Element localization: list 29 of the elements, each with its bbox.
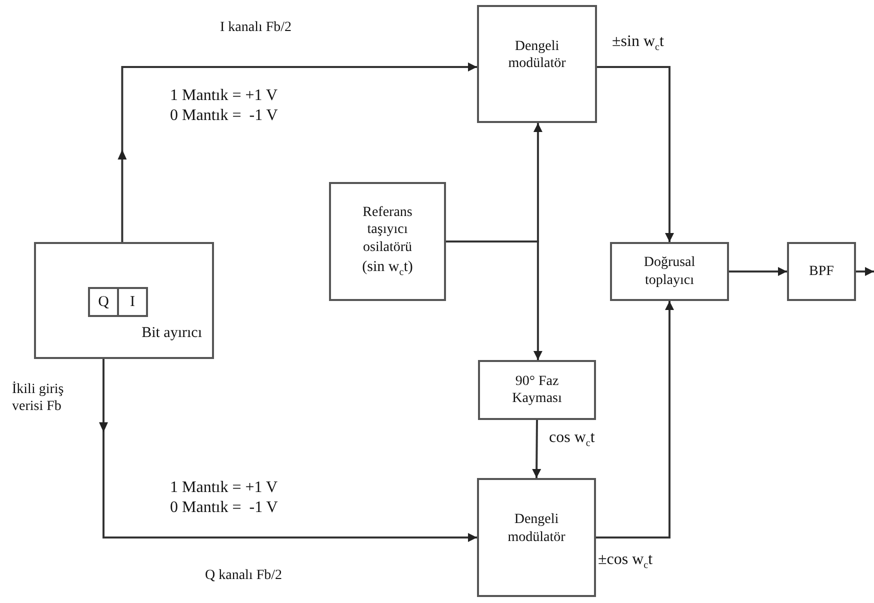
signal-label: ±cos w$_{c}$t [598,550,653,572]
process-box [34,242,214,359]
signal-label: 0 Mantık = -1 V [170,106,278,126]
block-label: Doğrusal toplayıcı [642,254,696,289]
cell-label: I [130,292,135,312]
block-label: Referans taşıyıcı osilatörü [362,204,414,256]
cell-label: Q [98,292,109,312]
block-label: 90° Faz Kayması [511,372,563,408]
register-cell [88,287,119,317]
process-box [478,360,596,420]
input-label: İkili giriş verisi Fb [12,382,65,416]
process-box [787,242,856,301]
signal-label: I kanalı Fb/2 [220,20,292,37]
signal-label: ±sin w$_{c}$t [612,32,664,54]
signal-label: 0 Mantık = -1 V [170,498,278,518]
process-box [610,242,729,301]
process-box [329,182,446,301]
register-cell [117,287,148,317]
signal-label: Q kanalı Fb/2 [205,568,282,585]
signal-label: 1 Mantık = +1 V [170,478,278,498]
block-label: (sin w$_{c}$t) [362,258,413,280]
process-box [477,5,597,123]
block-label: Dengeli modülatör [506,511,566,546]
process-box [477,478,596,597]
block-label: Bit ayırıcı [142,324,202,343]
block-label: BPF [809,262,834,280]
block-label: Dengeli modülatör [507,38,567,72]
signal-label: 1 Mantık = +1 V [170,86,278,106]
signal-label: cos w$_{c}$t [549,428,595,450]
